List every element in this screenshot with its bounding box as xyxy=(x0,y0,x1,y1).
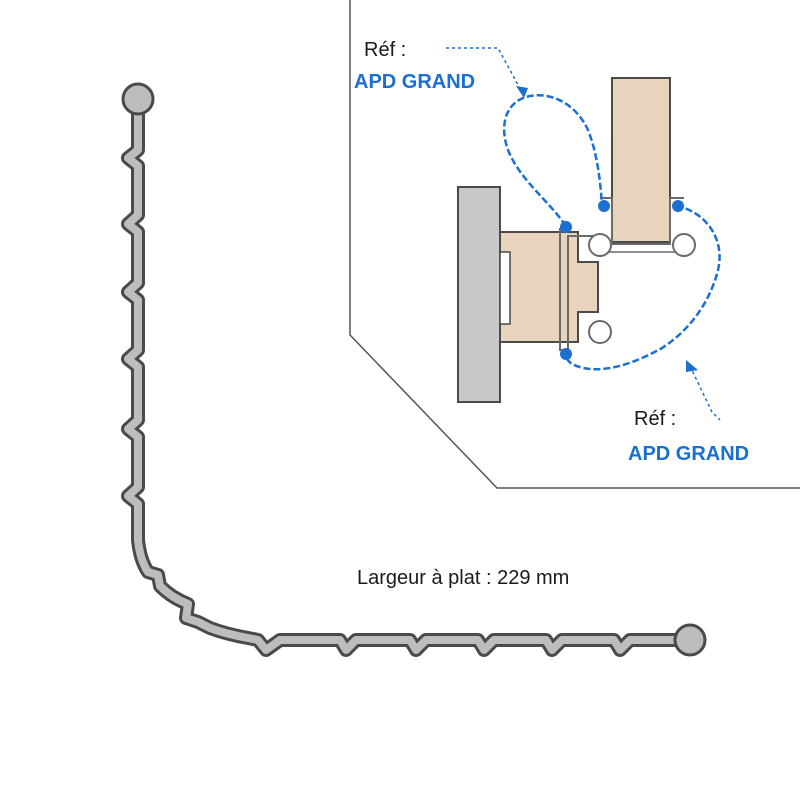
door-frame-cross-section-icon xyxy=(349,0,800,489)
arrow-head-icon xyxy=(516,86,528,98)
screw-icon xyxy=(588,233,612,257)
callout-bottom-ref: Réf : xyxy=(634,408,676,430)
profile-bulb-top xyxy=(121,82,155,116)
gasket-top-loop xyxy=(502,94,604,227)
gasket-bulb xyxy=(598,200,610,212)
door-leaf-wood xyxy=(611,77,671,243)
gasket-bulb xyxy=(672,200,684,212)
flat-gasket-profile-icon xyxy=(121,82,707,657)
profile-bulb-right xyxy=(673,623,707,657)
detail-panel-border xyxy=(349,0,800,489)
wall-section xyxy=(457,186,501,403)
door-frame-wood xyxy=(499,231,599,343)
screw-icon xyxy=(672,233,696,257)
screw-icon xyxy=(588,320,612,344)
frame-rebate xyxy=(499,251,511,325)
gasket-bottom-loop xyxy=(564,204,721,371)
callout-top-product: APD GRAND xyxy=(354,71,475,93)
callout-bottom-product: APD GRAND xyxy=(628,443,749,465)
arrow-head-icon xyxy=(686,360,698,372)
profile-body xyxy=(124,96,692,654)
profile-caption: Largeur à plat : 229 mm xyxy=(357,567,569,589)
leader-line-bottom xyxy=(689,365,721,421)
leaf-angle xyxy=(600,197,684,245)
gasket-bulb xyxy=(560,221,572,233)
callout-top-ref: Réf : xyxy=(364,39,406,61)
gasket-bulb xyxy=(560,348,572,360)
